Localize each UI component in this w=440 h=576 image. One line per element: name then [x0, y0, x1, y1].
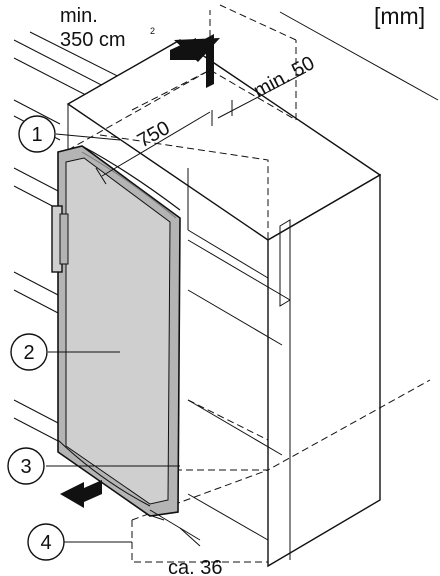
air-inlet-arrow-icon [60, 480, 102, 508]
ventilation-label-line1: min. [60, 5, 98, 27]
door-gap-label: ca. 36 [168, 557, 222, 576]
ventilation-superscript: 2 [150, 26, 155, 36]
appliance-door [57, 145, 181, 517]
tall-cabinet [66, 39, 382, 568]
door-gap-dimension [145, 509, 201, 547]
callout-2: 2 [10, 333, 48, 371]
rear-gap-label: min. 50 [250, 52, 318, 102]
callout-3: 3 [7, 447, 45, 485]
rear-gap-dimension [211, 71, 307, 126]
callout-4: 4 [27, 523, 65, 561]
callout-leaders [46, 133, 180, 543]
callout-4-number: 4 [40, 532, 51, 554]
ventilation-label-line2: 350 cm [60, 29, 126, 51]
callout-1-number: 1 [31, 124, 42, 146]
door-handle-icon [51, 205, 69, 273]
callout-1: 1 [18, 115, 56, 153]
callout-2-number: 2 [23, 342, 34, 364]
callout-3-number: 3 [20, 456, 31, 478]
ventilation-arrow-icon [170, 34, 220, 88]
unit-label: [mm] [374, 3, 425, 29]
depth-dimension [95, 111, 211, 185]
